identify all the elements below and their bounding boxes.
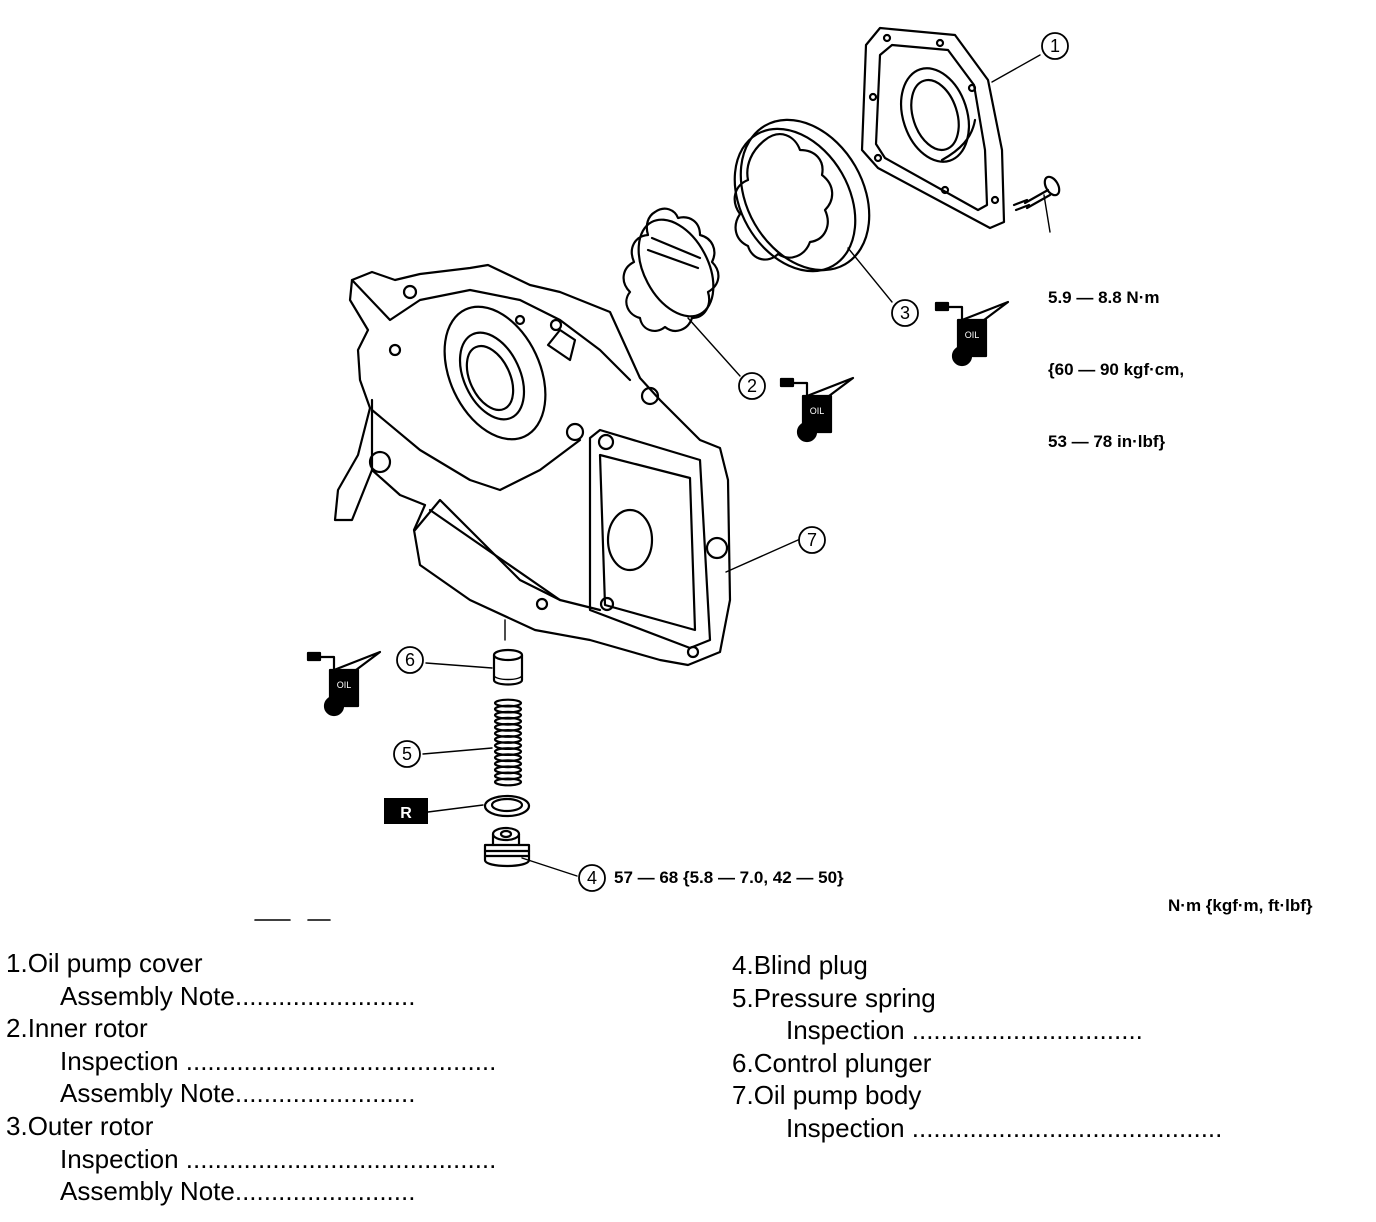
callout-7: 7 <box>807 530 817 550</box>
legend-procedure: Assembly Note......................... <box>60 1176 416 1207</box>
legend-part-number: 7. <box>732 1080 754 1111</box>
pressure-spring <box>493 698 523 787</box>
callout-4: 4 <box>587 868 597 888</box>
oil-pump-body <box>333 263 732 667</box>
blind-plug <box>483 826 531 868</box>
leader-lines <box>422 54 1041 877</box>
legend-part-number: 2. <box>6 1013 28 1044</box>
legend-part-name: Oil pump body <box>753 1080 922 1111</box>
control-plunger <box>492 648 524 686</box>
torque-spec-line: 53 — 78 in·lbf} <box>1048 432 1166 451</box>
legend-part-number: 1. <box>6 948 28 978</box>
oil-labels: OIL OIL OIL <box>337 330 980 690</box>
legend-part: 1.Oil pump cover <box>6 947 496 980</box>
legend-part-number: 3. <box>6 1110 28 1141</box>
callout-circles <box>393 32 1069 892</box>
cover-screw <box>1012 175 1061 233</box>
legend-procedure: Inspection .............................… <box>60 1143 497 1174</box>
legend-part-name: Inner rotor <box>27 1013 148 1044</box>
torque-spec-blind-plug: 57 — 68 {5.8 — 7.0, 42 — 50} <box>614 868 844 887</box>
torque-spec-line: 5.9 — 8.8 N·m <box>1048 288 1160 307</box>
legend-part: 3.Outer rotor <box>6 1110 496 1143</box>
legend-part-name: Outer rotor <box>27 1110 154 1141</box>
callout-1: 1 <box>1050 36 1060 56</box>
legend-part: 4.Blind plug <box>732 949 1222 982</box>
legend-part: 5.Pressure spring <box>732 982 1222 1015</box>
legend-procedure: Inspection .............................… <box>786 1112 1223 1143</box>
callout-6: 6 <box>405 650 415 670</box>
legend-part-number: 4. <box>732 950 754 980</box>
legend-procedure: Assembly Note......................... <box>60 980 416 1011</box>
callout-3: 3 <box>900 303 910 323</box>
legend-part-number: 5. <box>732 982 754 1013</box>
legend-part: 6.Control plunger <box>732 1047 1222 1080</box>
oil-label: OIL <box>810 406 825 416</box>
torque-units: N·m {kgf·m, ft·lbf} <box>1168 896 1313 915</box>
oil-label: OIL <box>965 330 980 340</box>
legend-procedure: Inspection .............................… <box>786 1015 1143 1046</box>
callout-numbers: 1 2 3 4 5 6 7 <box>402 36 1060 888</box>
torque-spec-screw: 5.9 — 8.8 N·m {60 — 90 kgf·cm, 53 — 78 i… <box>1048 238 1184 478</box>
torque-spec-line: {60 — 90 kgf·cm, <box>1048 360 1185 379</box>
legend-part-name: Blind plug <box>753 950 868 980</box>
spring-coil <box>493 777 523 787</box>
legend-part: 7.Oil pump body <box>732 1079 1222 1112</box>
legend-procedure: Inspection .............................… <box>60 1045 497 1076</box>
legend-procedure: Assembly Note......................... <box>60 1078 416 1109</box>
outer-rotor <box>733 118 871 273</box>
callout-5: 5 <box>402 744 412 764</box>
replace-badge: R <box>384 798 428 824</box>
callout-2: 2 <box>747 376 757 396</box>
inner-rotor <box>622 207 720 332</box>
legend-part-name: Pressure spring <box>753 982 936 1013</box>
oil-can-icon <box>306 650 382 717</box>
legend-part-number: 6. <box>732 1047 754 1078</box>
gasket <box>483 794 531 818</box>
replace-label: R <box>400 805 412 822</box>
oil-pump-cover <box>860 26 1006 230</box>
oil-can-icon <box>934 300 1010 367</box>
oil-label: OIL <box>337 680 352 690</box>
legend-part: 2.Inner rotor <box>6 1012 496 1045</box>
legend-part-name: Control plunger <box>753 1047 932 1078</box>
legend-part-name: Oil pump cover <box>27 948 203 978</box>
oil-can-icon <box>779 376 855 443</box>
